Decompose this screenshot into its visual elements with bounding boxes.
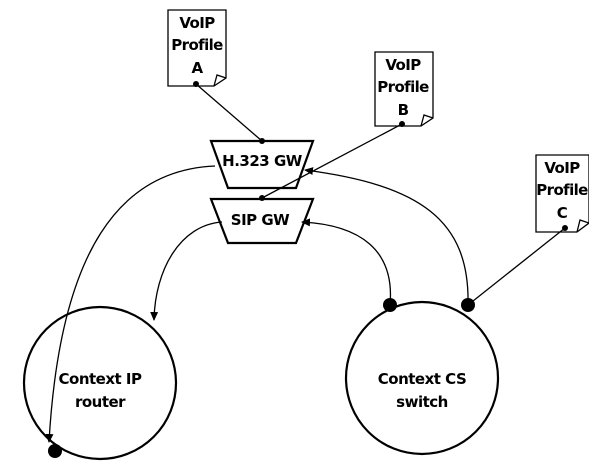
sip-gateway: SIP GW: [209, 197, 315, 245]
connection-arrows: [45, 165, 475, 458]
context-cs-line2: switch: [396, 393, 448, 411]
context-ip-line2: router: [75, 393, 126, 411]
profile-links: [193, 81, 568, 306]
profile-a-line2: Profile: [171, 36, 223, 54]
profile-a-line3: A: [191, 59, 203, 77]
context-cs-switch: Context CS switch: [344, 300, 500, 456]
context-ip-line1: Context IP: [59, 370, 142, 388]
profile-c-line2: Profile: [536, 181, 588, 199]
profile-b-line3: B: [398, 101, 409, 119]
profile-b-line2: Profile: [377, 78, 429, 96]
sip-gateway-label: SIP GW: [231, 211, 290, 229]
profile-c-line3: C: [557, 204, 568, 222]
profile-c-line1: VoIP: [544, 159, 580, 177]
profile-a-line1: VoIP: [179, 14, 215, 32]
h323-gateway-label: H.323 GW: [222, 152, 303, 170]
voip-profile-c: VoIP Profile C: [535, 154, 589, 233]
profile-b-line1: VoIP: [385, 56, 421, 74]
context-ip-router: Context IP router: [22, 305, 178, 461]
voip-profile-b: VoIP Profile B: [374, 51, 434, 127]
voip-profile-a: VoIP Profile A: [167, 9, 227, 87]
h323-gateway: H.323 GW: [209, 139, 315, 190]
context-cs-line1: Context CS: [378, 370, 467, 388]
